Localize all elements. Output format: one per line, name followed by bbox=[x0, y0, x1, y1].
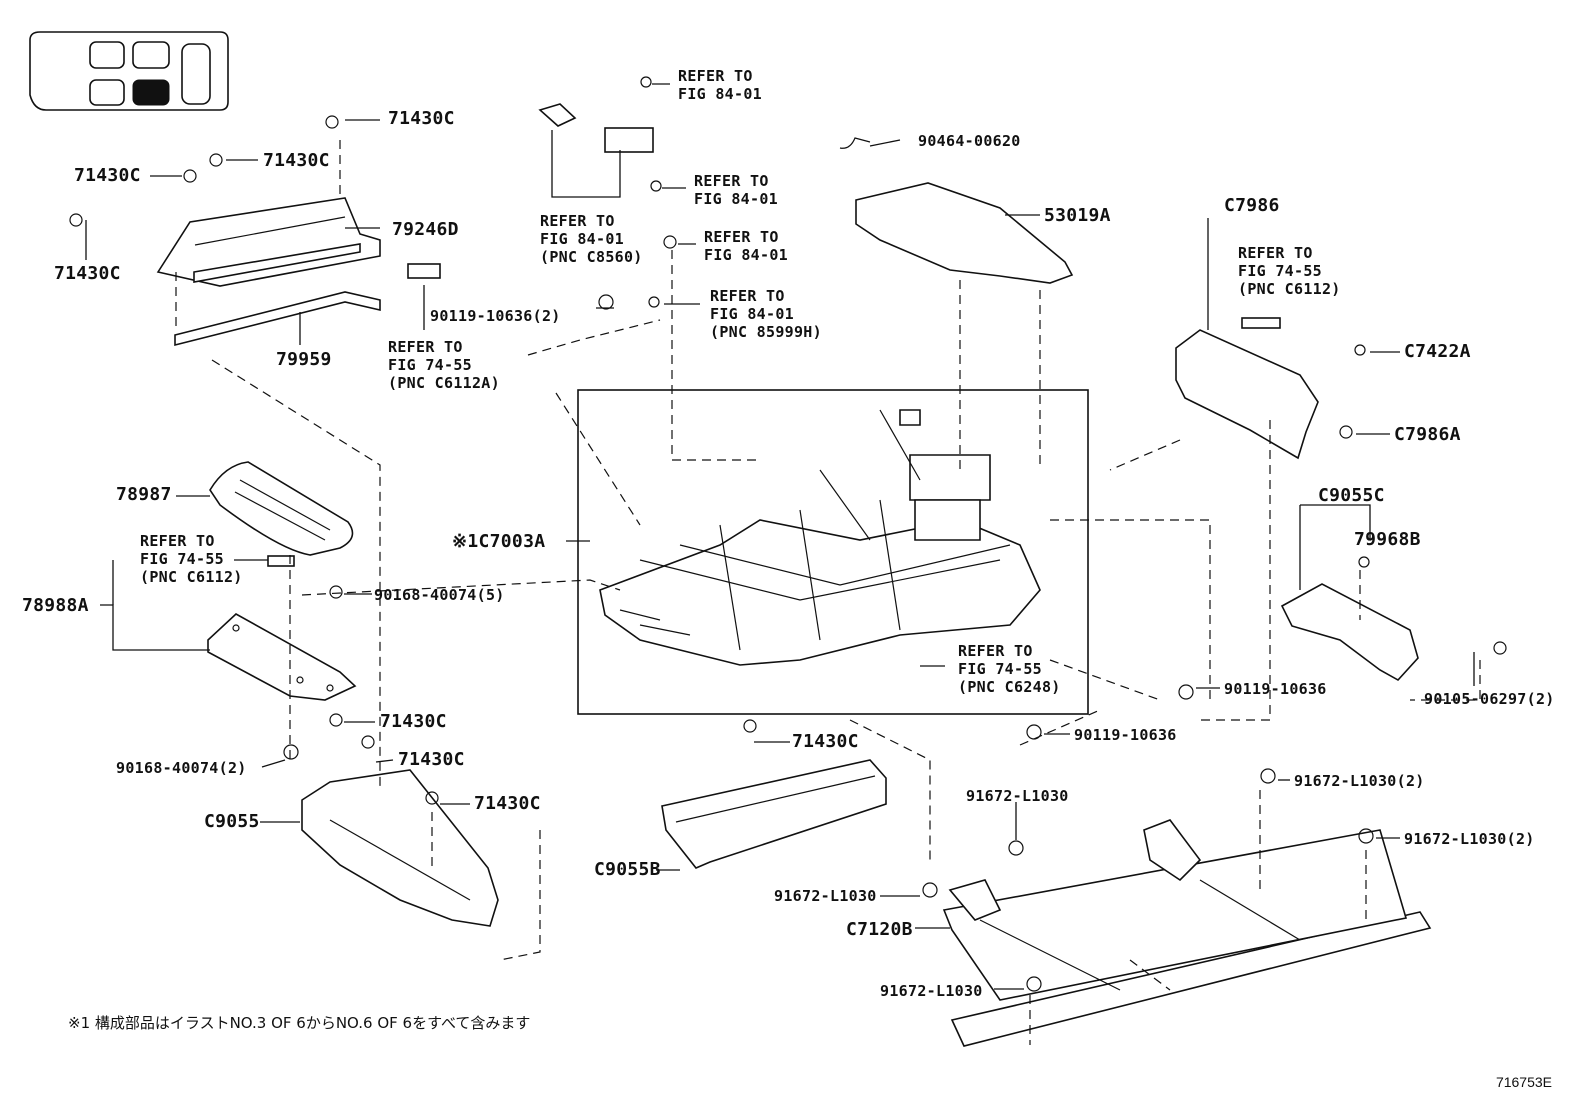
part-label-91672-l1030: 91672-L1030(2) bbox=[1404, 830, 1535, 848]
leader-lines bbox=[85, 83, 1475, 990]
refer-line: FIG 84-01 bbox=[540, 230, 624, 248]
refer-note-fig-74-55-c6112: REFER TO FIG 74-55 (PNC C6112) bbox=[140, 532, 243, 586]
refer-line: REFER TO bbox=[704, 228, 779, 246]
footnote: ※1 構成部品はイラストNO.3 OF 6からNO.6 OF 6をすべて含みます bbox=[68, 1014, 531, 1032]
part-label-91672-l1030: 91672-L1030 bbox=[880, 982, 983, 1000]
part-label-90464-00620: 90464-00620 bbox=[918, 132, 1021, 150]
refer-note-fig-84-01: REFER TO FIG 84-01 bbox=[704, 228, 788, 264]
part-label-91672-l1030: 91672-L1030 bbox=[774, 887, 877, 905]
dashed-relation-lines bbox=[175, 140, 1481, 1045]
part-79246d-shape bbox=[156, 197, 381, 287]
part-label-90105-06297: 90105-06297(2) bbox=[1424, 690, 1555, 708]
part-label-c7422a: C7422A bbox=[1404, 341, 1471, 362]
refer-line: REFER TO bbox=[958, 642, 1033, 660]
refer-line: REFER TO bbox=[388, 338, 463, 356]
refer-note-fig-74-55-c6112a: REFER TO FIG 74-55 (PNC C6112A) bbox=[388, 338, 500, 392]
part-label-c7120b: C7120B bbox=[846, 919, 913, 940]
part-label-c9055b: C9055B bbox=[594, 859, 661, 880]
frame-assembly-box bbox=[577, 389, 1089, 715]
refer-note-fig-74-55-c6112: REFER TO FIG 74-55 (PNC C6112) bbox=[1238, 244, 1341, 298]
label-sticker-a bbox=[407, 263, 441, 279]
part-label-c9055c: C9055C bbox=[1318, 485, 1385, 506]
refer-line: FIG 84-01 bbox=[704, 246, 788, 264]
part-label-71430c: 71430C bbox=[263, 150, 330, 171]
refer-line: REFER TO bbox=[1238, 244, 1313, 262]
refer-line: FIG 74-55 bbox=[140, 550, 224, 568]
part-label-71430c: 71430C bbox=[74, 165, 141, 186]
part-label-71430c: 71430C bbox=[54, 263, 121, 284]
refer-line: (PNC C6248) bbox=[958, 678, 1061, 696]
part-label-79246d: 79246D bbox=[392, 219, 459, 240]
vehicle-locator-icon bbox=[29, 31, 229, 111]
refer-line: FIG 74-55 bbox=[958, 660, 1042, 678]
refer-line: FIG 84-01 bbox=[710, 305, 794, 323]
refer-note-fig-84-01: REFER TO FIG 84-01 bbox=[678, 67, 762, 103]
seat-frame-assembly bbox=[599, 409, 1041, 666]
figure-number: 716753E bbox=[1495, 1074, 1552, 1090]
fastener-glyphs bbox=[69, 76, 1507, 992]
part-label-c7986a: C7986A bbox=[1394, 424, 1461, 445]
refer-line: (PNC C6112) bbox=[1238, 280, 1341, 298]
refer-line: REFER TO bbox=[710, 287, 785, 305]
refer-line: REFER TO bbox=[694, 172, 769, 190]
refer-line: FIG 74-55 bbox=[388, 356, 472, 374]
part-78987-shape bbox=[209, 461, 354, 556]
part-label-90119-10636: 90119-10636 bbox=[1074, 726, 1177, 744]
refer-line: FIG 84-01 bbox=[678, 85, 762, 103]
part-label-c7003a: ※1C7003A bbox=[452, 531, 546, 552]
refer-line: REFER TO bbox=[678, 67, 753, 85]
refer-note-fig-84-01-c8560: REFER TO FIG 84-01 (PNC C8560) bbox=[540, 212, 643, 266]
refer-line: REFER TO bbox=[540, 212, 615, 230]
part-label-c9055: C9055 bbox=[204, 811, 260, 832]
refer-line: FIG 84-01 bbox=[694, 190, 778, 208]
part-label-90119-10636: 90119-10636(2) bbox=[430, 307, 561, 325]
refer-note-fig-84-01: REFER TO FIG 84-01 bbox=[694, 172, 778, 208]
refer-line: (PNC C6112A) bbox=[388, 374, 500, 392]
part-78988a-shape bbox=[207, 613, 357, 701]
refer-line: (PNC C6112) bbox=[140, 568, 243, 586]
part-label-91672-l1030: 91672-L1030(2) bbox=[1294, 772, 1425, 790]
part-c7986-shape bbox=[1175, 329, 1319, 460]
part-label-79968b: 79968B bbox=[1354, 529, 1421, 550]
part-label-71430c: 71430C bbox=[398, 749, 465, 770]
part-label-79959: 79959 bbox=[276, 349, 332, 370]
refer-note-fig-84-01-85999h: REFER TO FIG 84-01 (PNC 85999H) bbox=[710, 287, 822, 341]
part-label-78988a: 78988A bbox=[22, 595, 89, 616]
part-label-90168-40074: 90168-40074(2) bbox=[116, 759, 247, 777]
part-label-90168-40074: 90168-40074(5) bbox=[374, 586, 505, 604]
part-79959-shape bbox=[174, 291, 381, 347]
part-label-91672-l1030: 91672-L1030 bbox=[966, 787, 1069, 805]
part-label-78987: 78987 bbox=[116, 484, 172, 505]
part-label-90119-10636: 90119-10636 bbox=[1224, 680, 1327, 698]
refer-line: REFER TO bbox=[140, 532, 215, 550]
part-label-71430c: 71430C bbox=[388, 108, 455, 129]
part-c9055b-shape bbox=[661, 759, 887, 869]
part-c9055c-shape bbox=[1280, 583, 1419, 682]
refer-line: FIG 74-55 bbox=[1238, 262, 1322, 280]
module-c8560-shape bbox=[604, 127, 654, 153]
part-c9055-shape bbox=[301, 769, 499, 927]
part-label-c7986: C7986 bbox=[1224, 195, 1280, 216]
part-53019a-shape bbox=[855, 182, 1074, 284]
part-label-71430c: 71430C bbox=[380, 711, 447, 732]
refer-line: (PNC 85999H) bbox=[710, 323, 822, 341]
part-label-71430c: 71430C bbox=[792, 731, 859, 752]
refer-line: (PNC C8560) bbox=[540, 248, 643, 266]
part-label-53019a: 53019A bbox=[1044, 205, 1111, 226]
part-label-71430c: 71430C bbox=[474, 793, 541, 814]
part-c7120b-shape bbox=[942, 819, 1432, 1047]
refer-note-fig-74-55-c6248: REFER TO FIG 74-55 (PNC C6248) bbox=[958, 642, 1061, 696]
